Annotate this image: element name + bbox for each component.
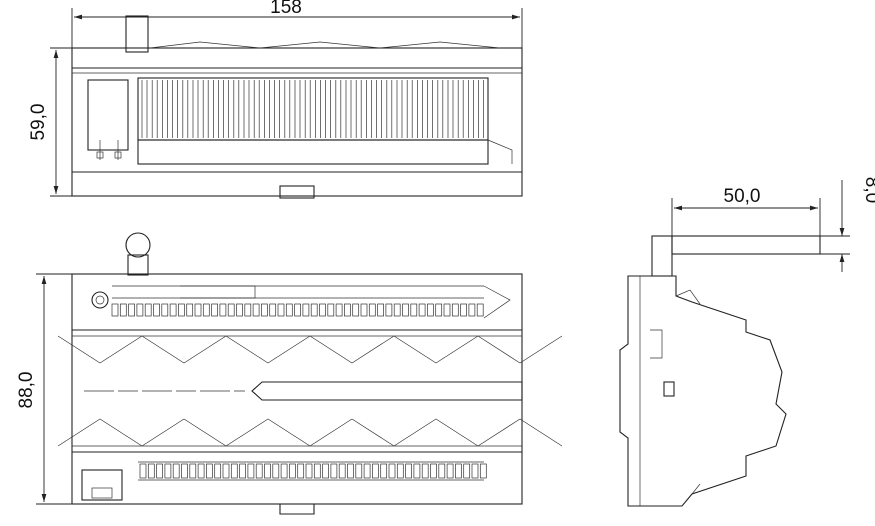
top-view: 158 59,0 bbox=[28, 0, 523, 199]
mount-hole-icon bbox=[91, 291, 109, 309]
top-view-body bbox=[71, 47, 523, 197]
side-view: 50,0 8,0 bbox=[619, 177, 875, 507]
front-view-diamond-pattern bbox=[57, 335, 563, 447]
top-terminal-strip bbox=[111, 303, 484, 317]
dim-side-offset: 8,0 bbox=[861, 177, 875, 203]
front-view: 88,0 bbox=[16, 232, 563, 515]
front-view-body bbox=[71, 273, 523, 505]
front-view-knob bbox=[125, 232, 151, 258]
dim-side-depth: 50,0 bbox=[724, 186, 761, 207]
top-view-fins bbox=[141, 80, 484, 138]
dim-front-height: 88,0 bbox=[16, 372, 37, 409]
side-view-knob bbox=[651, 235, 673, 277]
side-view-profile bbox=[619, 275, 787, 507]
bottom-terminal-strip bbox=[139, 463, 487, 479]
top-view-knob bbox=[125, 15, 149, 53]
dim-top-width: 158 bbox=[270, 0, 302, 18]
dim-top-height: 59,0 bbox=[28, 104, 49, 141]
